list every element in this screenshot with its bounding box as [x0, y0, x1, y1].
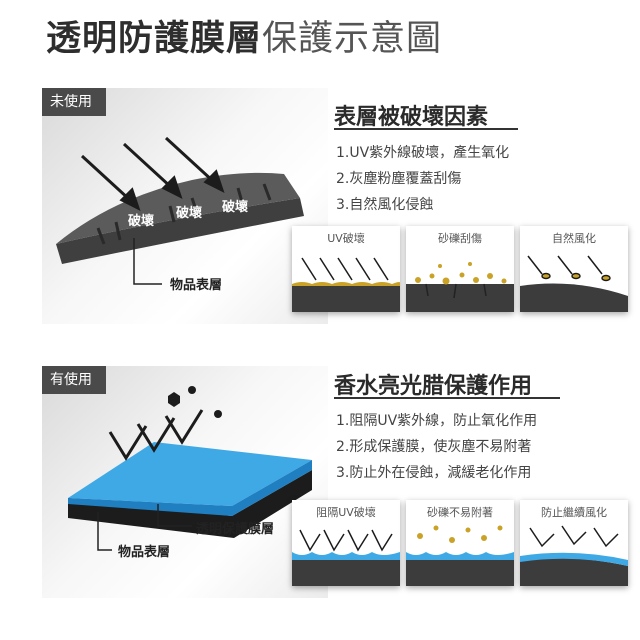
item-layer-leader — [133, 238, 162, 285]
card-uv-damage: UV破壞 — [292, 226, 400, 312]
card-stop-weathering-label: 防止繼續風化 — [541, 506, 607, 519]
page-title: 透明防護膜層保護示意圖 — [46, 10, 442, 61]
unused-points: 1.UV紫外線破壞，產生氧化 2.灰塵粉塵覆蓋刮傷 3.自然風化侵蝕 — [336, 140, 509, 218]
card-block-uv-label: 阻隔UV破壞 — [316, 506, 376, 519]
unused-diagram-panel: 未使用 破壞 破壞 破壞 物品表層 — [42, 88, 328, 324]
used-diagram-panel: 有使用 透明保護膜層 物品表層 — [42, 366, 328, 598]
unused-point-1: 1.UV紫外線破壞，產生氧化 — [336, 145, 510, 161]
uv-arrows — [80, 136, 225, 211]
surface-slab-side — [56, 198, 304, 264]
card-gravel-scratch: 砂礫刮傷 — [406, 226, 514, 312]
card-stop-weathering-illustration — [520, 525, 628, 586]
card-uv-damage-illustration — [292, 257, 400, 312]
protective-film-edge — [68, 460, 312, 516]
used-point-1: 1.阻隔UV紫外線，防止氧化作用 — [336, 413, 538, 429]
used-heading-underline — [334, 397, 560, 399]
used-point-2: 2.形成保護膜，使灰塵不易附著 — [336, 439, 532, 455]
item-layer-label: 物品表層 — [170, 278, 223, 293]
card-gravel-scratch-label: 砂礫刮傷 — [438, 232, 482, 245]
damage-label-3: 破壞 — [222, 200, 249, 215]
deflected-arrows — [108, 409, 204, 461]
card-gravel-scratch-illustration — [406, 262, 514, 312]
unused-heading: 表層被破壞因素 — [334, 105, 489, 130]
card-weathering-label: 自然風化 — [552, 232, 596, 245]
used-diagram — [68, 386, 312, 551]
used-heading: 香水亮光腊保護作用 — [334, 374, 533, 399]
unused-point-2: 2.灰塵粉塵覆蓋刮傷 — [336, 171, 462, 187]
card-gravel-repel: 砂礫不易附著 — [406, 500, 514, 586]
used-tag: 有使用 — [42, 366, 106, 394]
unused-point-3: 3.自然風化侵蝕 — [336, 197, 434, 213]
surface-slab-side — [68, 470, 312, 538]
used-point-3: 3.防止外在侵蝕，減緩老化作用 — [336, 465, 532, 481]
card-gravel-repel-label: 砂礫不易附著 — [427, 506, 493, 519]
card-stop-weathering: 防止繼續風化 — [520, 500, 628, 586]
protective-film-top — [68, 442, 312, 506]
title-bold: 透明防護膜層 — [46, 19, 263, 59]
unused-tag: 未使用 — [42, 88, 106, 116]
card-weathering: 自然風化 — [520, 226, 628, 312]
debris-particles — [168, 386, 222, 418]
used-points: 1.阻隔UV紫外線，防止氧化作用 2.形成保護膜，使灰塵不易附著 3.防止外在侵… — [336, 408, 537, 486]
card-block-uv: 阻隔UV破壞 — [292, 500, 400, 586]
crack-marks — [96, 183, 272, 245]
film-leader — [157, 504, 192, 527]
unused-diagram — [56, 136, 304, 285]
card-uv-damage-label: UV破壞 — [327, 232, 365, 245]
card-gravel-repel-illustration — [406, 525, 514, 586]
item-layer-leader — [97, 512, 112, 551]
damage-label-1: 破壞 — [128, 214, 155, 229]
damage-label-2: 破壞 — [176, 206, 203, 221]
title-light: 保護示意圖 — [262, 19, 443, 59]
film-layer-label: 透明保護膜層 — [196, 522, 275, 537]
unused-heading-underline — [334, 128, 518, 130]
item-layer-label: 物品表層 — [118, 545, 171, 560]
card-weathering-illustration — [520, 255, 628, 312]
card-block-uv-illustration — [292, 529, 400, 586]
